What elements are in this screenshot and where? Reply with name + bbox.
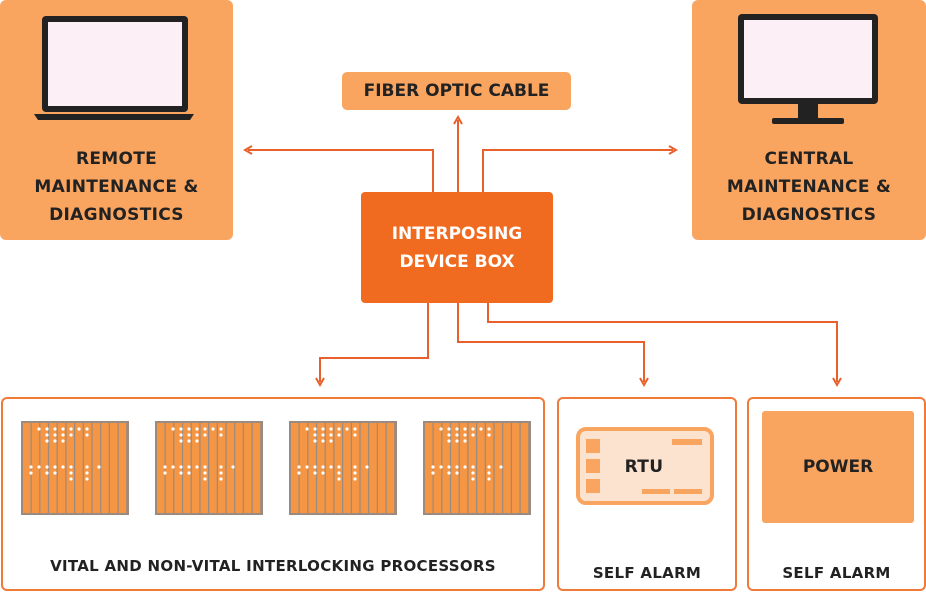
arrow-to-processors [320, 303, 429, 382]
power-self-alarm: SELF ALARM [782, 564, 891, 582]
interposing-device-box: INTERPOSING DEVICE BOX [361, 192, 553, 303]
remote-line3: DIAGNOSTICS [49, 205, 184, 225]
laptop-icon [34, 16, 194, 120]
fiber-optic-label: FIBER OPTIC CABLE [363, 81, 550, 101]
arrow-to-power [487, 303, 837, 382]
central-maintenance-panel: CENTRAL MAINTENANCE & DIAGNOSTICS [692, 0, 926, 240]
monitor-icon [738, 14, 878, 124]
processor-rack-icon [155, 421, 263, 515]
arrow-to-central [482, 150, 673, 192]
rtu-panel: RTU SELF ALARM [557, 397, 737, 591]
processor-rack-icon [289, 421, 397, 515]
arrow-to-rtu [457, 303, 644, 382]
arrow-to-remote [248, 150, 434, 192]
processors-label: VITAL AND NON-VITAL INTERLOCKING PROCESS… [50, 557, 496, 575]
central-line2: MAINTENANCE & [726, 177, 892, 197]
remote-line2: MAINTENANCE & [34, 177, 199, 197]
processors-panel: VITAL AND NON-VITAL INTERLOCKING PROCESS… [1, 397, 545, 591]
rtu-self-alarm: SELF ALARM [592, 564, 702, 582]
power-label: POWER [802, 457, 874, 477]
processor-rack-icon [423, 421, 531, 515]
remote-maintenance-panel: REMOTE MAINTENANCE & DIAGNOSTICS [0, 0, 233, 240]
processor-rack-icon [21, 421, 129, 515]
interposing-line2: DEVICE BOX [399, 251, 515, 272]
remote-line1: REMOTE [75, 149, 158, 169]
central-line1: CENTRAL [764, 149, 854, 169]
rtu-device-icon [576, 427, 714, 505]
power-box: POWER [762, 411, 914, 523]
rtu-label: RTU [624, 457, 664, 477]
central-line3: DIAGNOSTICS [741, 205, 877, 225]
interposing-line1: INTERPOSING [391, 223, 523, 244]
fiber-optic-cable-box: FIBER OPTIC CABLE [342, 72, 571, 110]
power-panel: POWER SELF ALARM [747, 397, 926, 591]
